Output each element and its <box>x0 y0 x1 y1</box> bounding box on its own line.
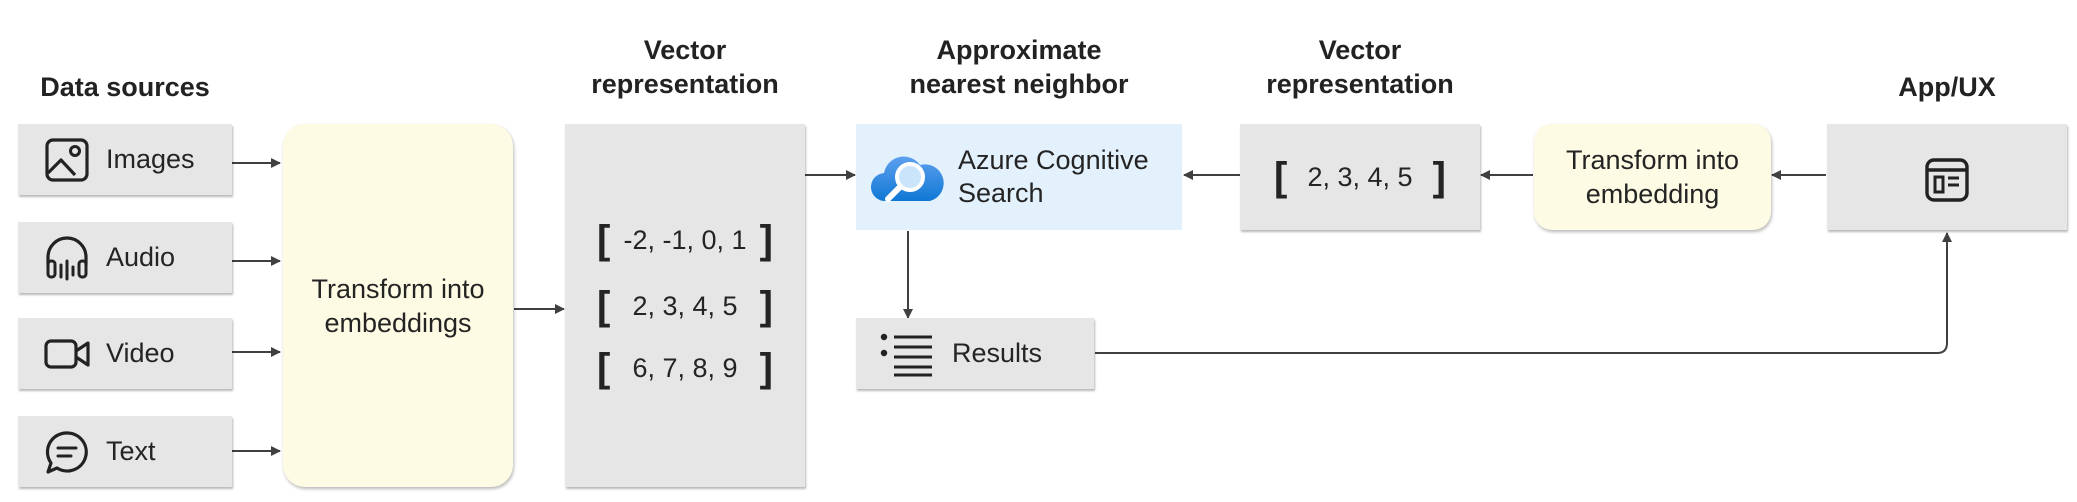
source-label: Audio <box>106 242 176 272</box>
vector-representation-box: [ -2, -1, 0, 1 ] [ 2, 3, 4, 5 ] [ 6, 7, … <box>565 124 805 487</box>
results-box: Results <box>856 318 1094 389</box>
header-vector-representation-right: Vector representation <box>1266 35 1454 99</box>
header-approximate-nearest-neighbor: Approximate nearest neighbor <box>909 35 1129 99</box>
chat-bubble-icon <box>45 430 88 474</box>
source-images: Images <box>18 124 232 195</box>
header-app-ux: App/UX <box>1898 72 1996 102</box>
list-icon <box>880 333 932 376</box>
source-text: Text <box>18 416 232 487</box>
header-data-sources: Data sources <box>40 72 210 102</box>
source-label: Video <box>106 338 175 368</box>
vector-row: [ -2, -1, 0, 1 ] <box>597 218 773 262</box>
image-icon <box>45 137 89 182</box>
source-label: Images <box>106 144 195 174</box>
transform-into-embedding-box: Transform into embedding <box>1534 124 1771 230</box>
azure-cognitive-search-box: Azure Cognitive Search <box>856 124 1182 230</box>
transform-into-embeddings-box: Transform into embeddings <box>283 124 513 487</box>
arrow-results-to-app <box>1095 232 1952 354</box>
results-label: Results <box>952 338 1043 368</box>
query-vector-box: [ 2, 3, 4, 5 ] <box>1240 124 1480 230</box>
vector-row: [ 6, 7, 8, 9 ] <box>597 346 773 390</box>
source-label: Text <box>106 436 156 466</box>
source-video: Video <box>18 318 232 389</box>
header-vector-representation-left: Vector representation <box>591 35 779 99</box>
headphones-icon <box>46 235 88 280</box>
vector-row: [ 2, 3, 4, 5 ] <box>597 284 773 328</box>
app-window-icon <box>1925 158 1969 202</box>
app-ux-box <box>1827 124 2067 230</box>
azure-search-cloud-icon <box>870 156 944 202</box>
source-audio: Audio <box>18 222 232 293</box>
video-camera-icon <box>44 338 90 369</box>
